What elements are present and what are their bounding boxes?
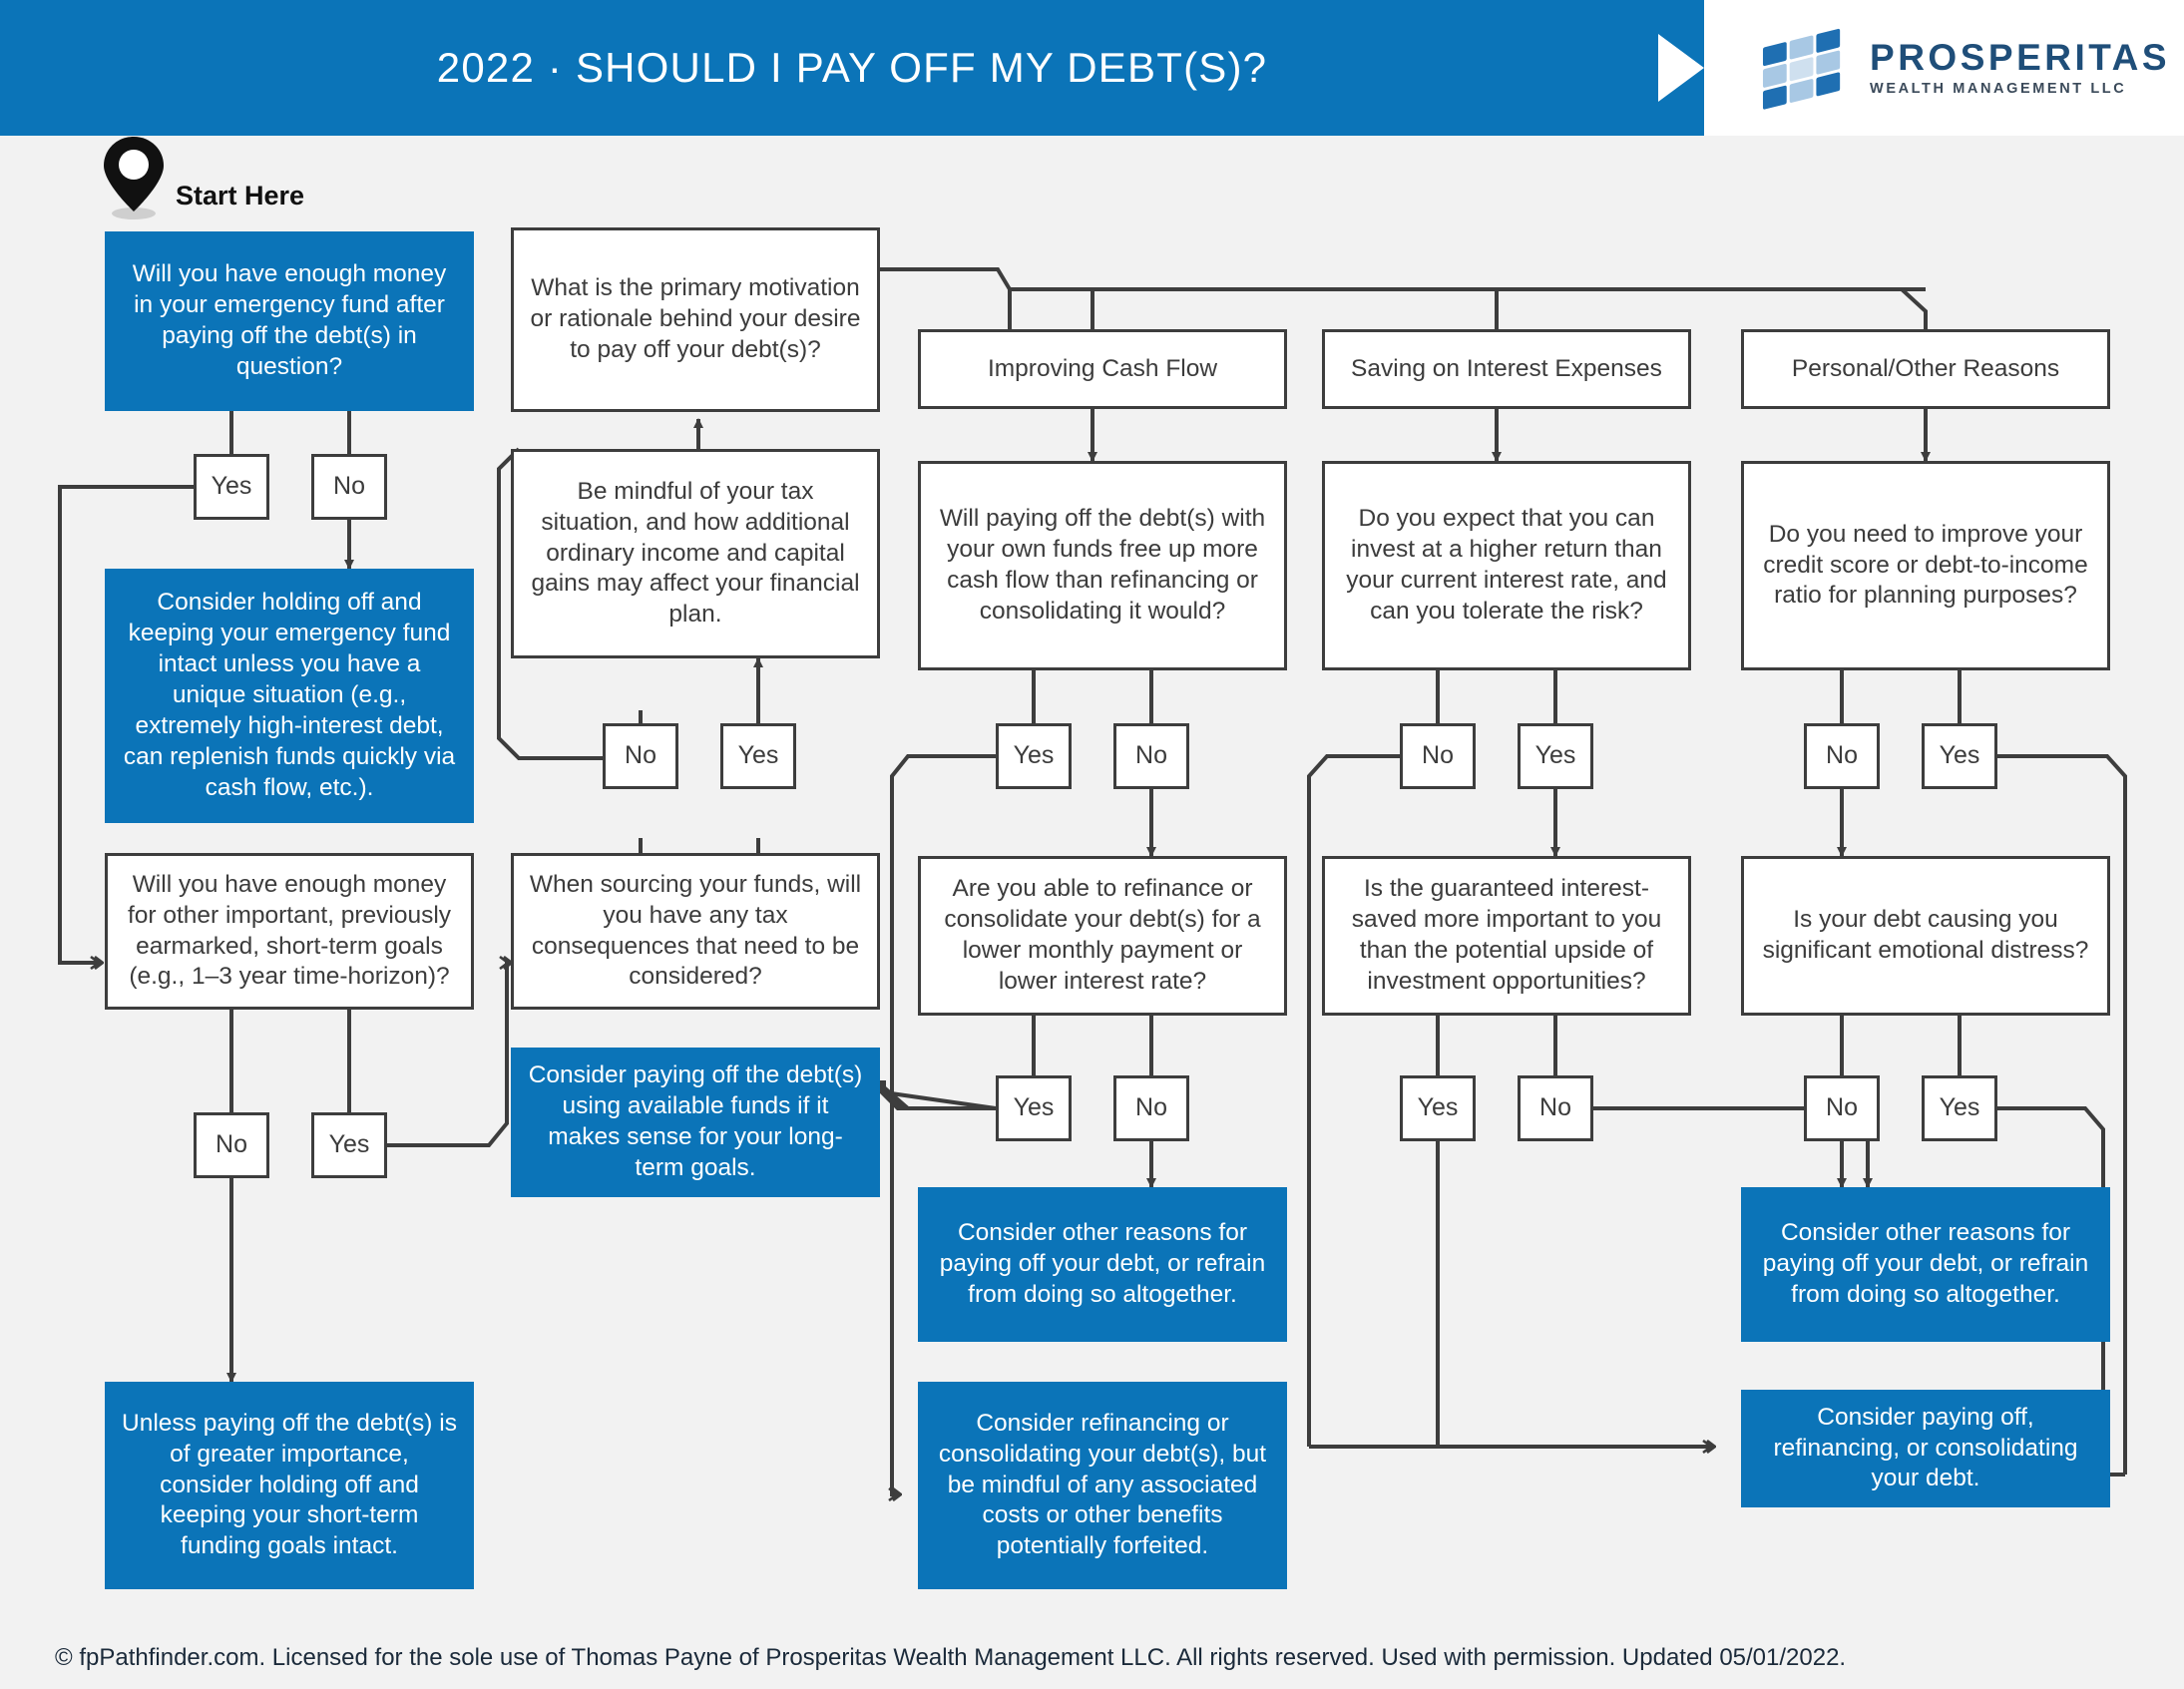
yn-credit-yes[interactable]: Yes: [1922, 723, 1997, 789]
node-branch-cash-flow[interactable]: Improving Cash Flow: [918, 329, 1287, 409]
yn-refi-yes[interactable]: Yes: [996, 1075, 1072, 1141]
yn-cashflow-yes[interactable]: Yes: [996, 723, 1072, 789]
node-q-emotional-distress[interactable]: Is your debt causing you significant emo…: [1741, 856, 2110, 1016]
node-q-refinance-lower[interactable]: Are you able to refinance or consolidate…: [918, 856, 1287, 1016]
node-a-pay-refi-consolidate[interactable]: Consider paying off, refinancing, or con…: [1741, 1390, 2110, 1507]
start-here-label: Start Here: [176, 181, 305, 211]
header-notch: [1658, 34, 1704, 102]
node-q-free-up-cash-flow[interactable]: Will paying off the debt(s) with your ow…: [918, 461, 1287, 670]
node-a-pay-off-available-funds[interactable]: Consider paying off the debt(s) using av…: [511, 1048, 880, 1197]
node-a-shortterm-intact[interactable]: Unless paying off the debt(s) is of grea…: [105, 1382, 474, 1589]
node-q-credit-score[interactable]: Do you need to improve your credit score…: [1741, 461, 2110, 670]
yn-credit-no[interactable]: No: [1804, 723, 1880, 789]
footer-bar: [0, 1633, 2184, 1689]
node-branch-personal[interactable]: Personal/Other Reasons: [1741, 329, 2110, 409]
yn-tax-no[interactable]: No: [603, 723, 678, 789]
yn-emergency-no[interactable]: No: [311, 454, 387, 520]
footer-copyright: © fpPathfinder.com. Licensed for the sol…: [55, 1644, 1847, 1671]
brand-logo: PROSPERITAS WEALTH MANAGEMENT LLC: [1751, 18, 2170, 118]
yn-cashflow-no[interactable]: No: [1113, 723, 1189, 789]
header-bar: [0, 0, 1704, 136]
yn-refi-no[interactable]: No: [1113, 1075, 1189, 1141]
yn-interest-no[interactable]: No: [1400, 723, 1476, 789]
yn-tax-yes[interactable]: Yes: [720, 723, 796, 789]
node-q-emergency-fund[interactable]: Will you have enough money in your emerg…: [105, 231, 474, 411]
logo-text: PROSPERITAS WEALTH MANAGEMENT LLC: [1870, 39, 2170, 97]
yn-distress-no[interactable]: No: [1804, 1075, 1880, 1141]
yn-shortterm-no[interactable]: No: [194, 1112, 269, 1178]
node-q-primary-motivation[interactable]: What is the primary motivation or ration…: [511, 227, 880, 412]
logo-tagline: WEALTH MANAGEMENT LLC: [1870, 81, 2127, 97]
node-q-shortterm-goals[interactable]: Will you have enough money for other imp…: [105, 853, 474, 1010]
start-pin-icon: [104, 137, 164, 219]
node-a-other-reasons-cashflow[interactable]: Consider other reasons for paying off yo…: [918, 1187, 1287, 1342]
yn-emergency-yes[interactable]: Yes: [194, 454, 269, 520]
yn-interest-yes[interactable]: Yes: [1518, 723, 1593, 789]
node-a-tax-mindful[interactable]: Be mindful of your tax situation, and ho…: [511, 449, 880, 658]
yn-guaranteed-no[interactable]: No: [1518, 1075, 1593, 1141]
node-a-hold-emergency[interactable]: Consider holding off and keeping your em…: [105, 569, 474, 823]
node-a-refi-mindful-costs[interactable]: Consider refinancing or consolidating yo…: [918, 1382, 1287, 1589]
page-title: 2022 · SHOULD I PAY OFF MY DEBT(S)?: [436, 44, 1268, 91]
yn-guaranteed-yes[interactable]: Yes: [1400, 1075, 1476, 1141]
node-q-tax-consequences[interactable]: When sourcing your funds, will you have …: [511, 853, 880, 1010]
logo-company-name: PROSPERITAS: [1870, 37, 2170, 78]
yn-distress-yes[interactable]: Yes: [1922, 1075, 1997, 1141]
node-q-invest-higher-return[interactable]: Do you expect that you can invest at a h…: [1322, 461, 1691, 670]
node-branch-interest[interactable]: Saving on Interest Expenses: [1322, 329, 1691, 409]
node-a-other-reasons-personal[interactable]: Consider other reasons for paying off yo…: [1741, 1187, 2110, 1342]
logo-tiles-icon: [1762, 28, 1841, 110]
yn-shortterm-yes[interactable]: Yes: [311, 1112, 387, 1178]
node-q-guaranteed-interest[interactable]: Is the guaranteed interest-saved more im…: [1322, 856, 1691, 1016]
